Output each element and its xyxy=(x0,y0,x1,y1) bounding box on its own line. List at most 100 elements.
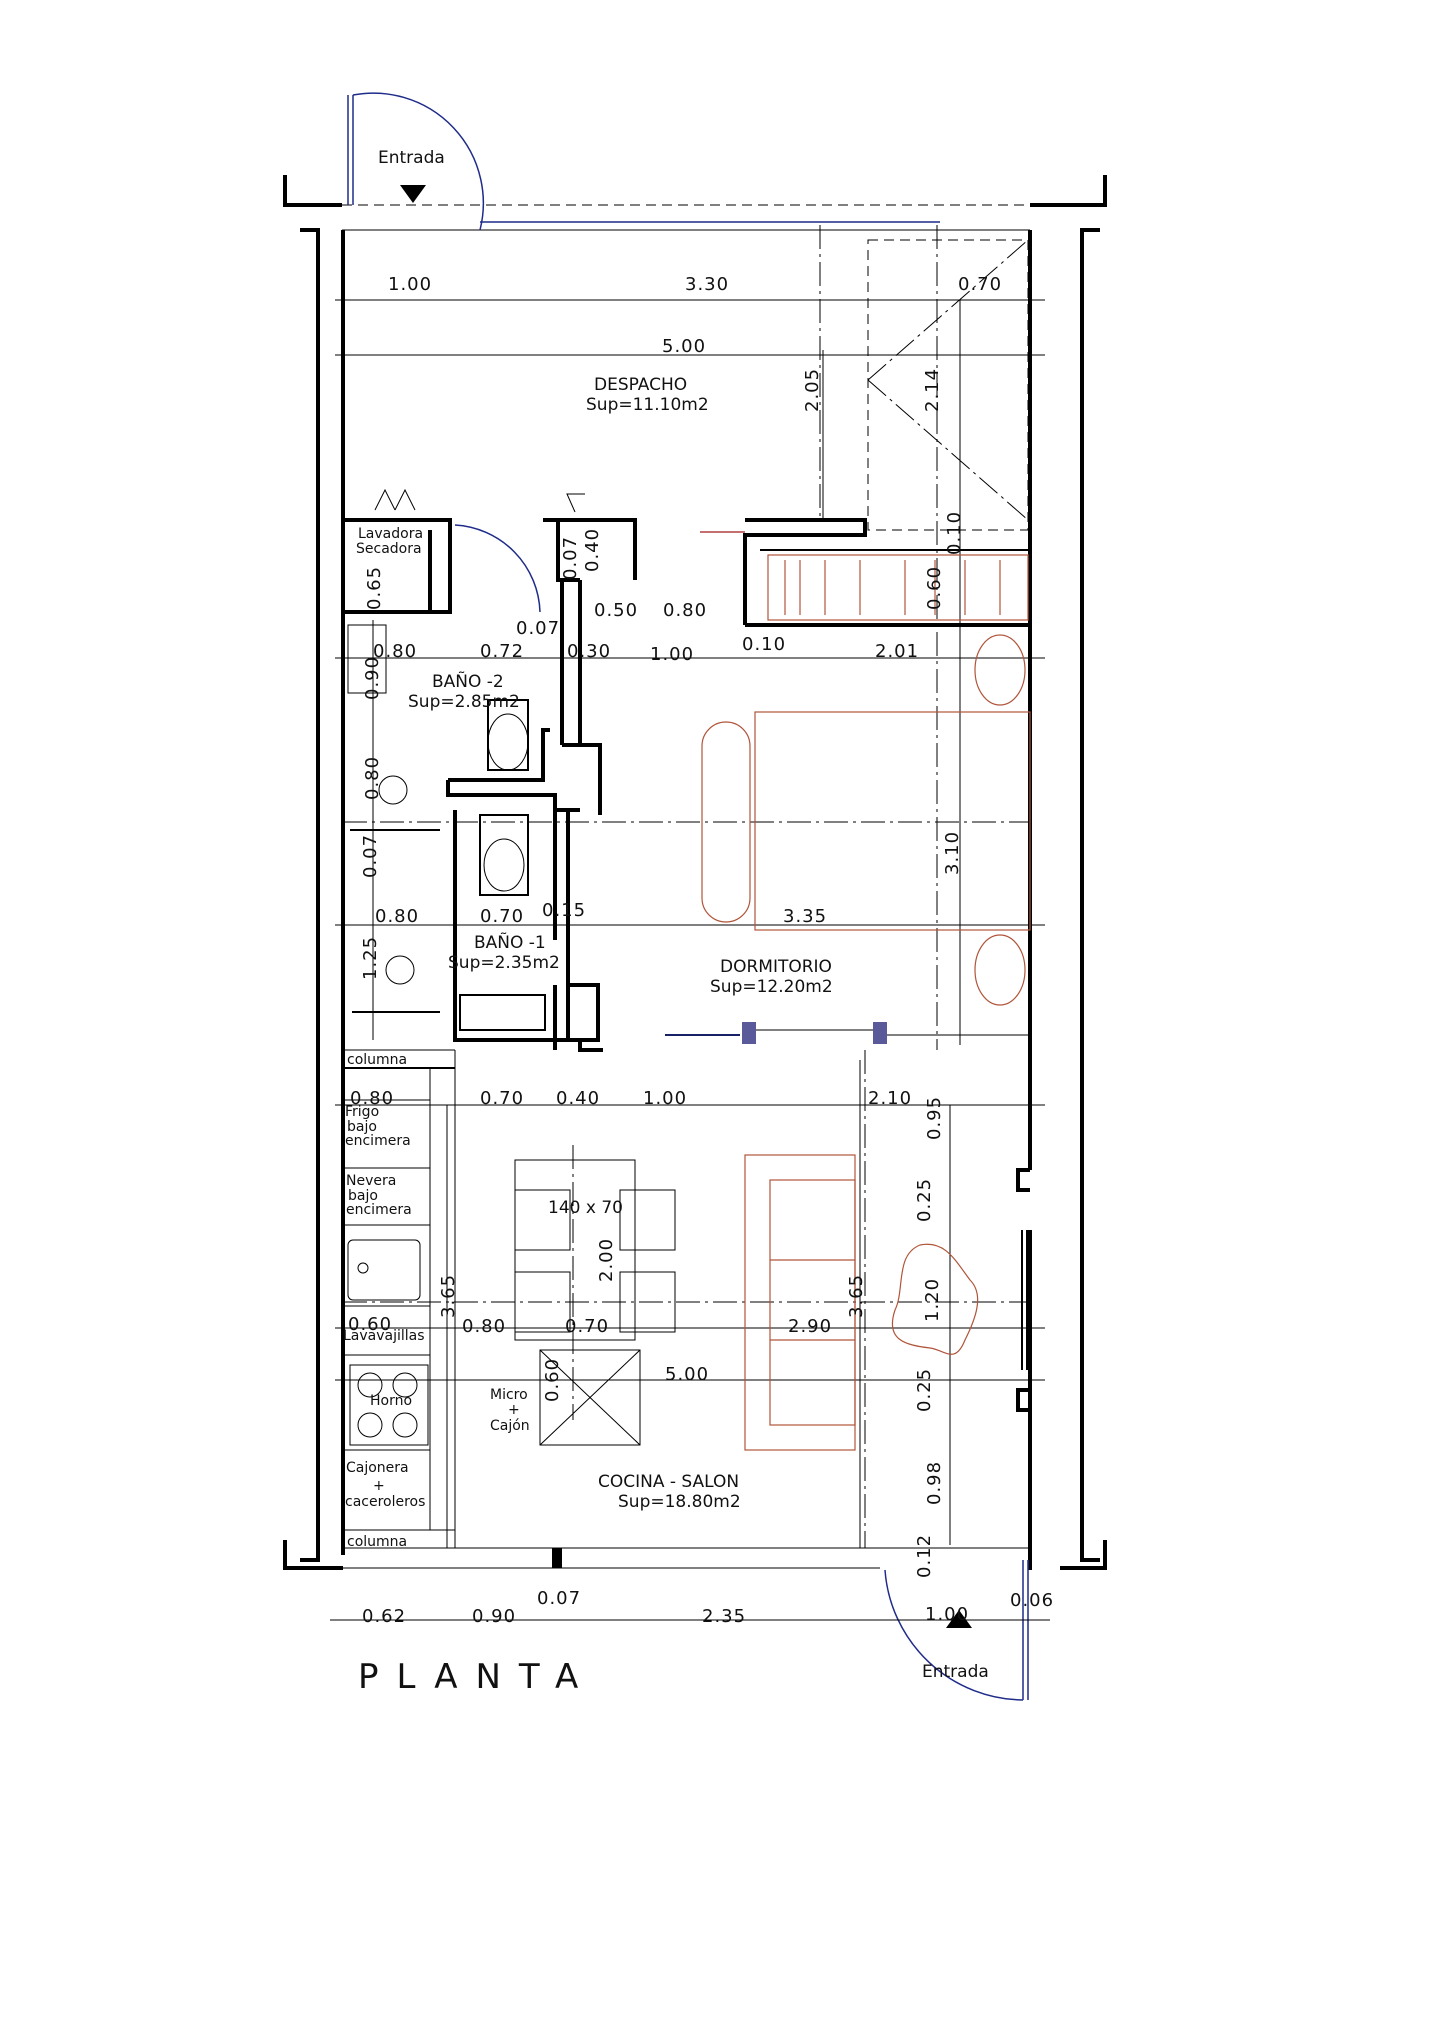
dim: 0.07 xyxy=(516,618,560,639)
room-name-cocina: COCINA - SALON xyxy=(598,1472,739,1492)
furniture xyxy=(347,239,1031,1451)
dim: 3.35 xyxy=(783,906,827,927)
dim: 1.00 xyxy=(650,644,694,665)
dim: 2.35 xyxy=(702,1606,746,1627)
dim: 0.80 xyxy=(462,1316,506,1337)
dim: 0.70 xyxy=(565,1316,609,1337)
dim: 0.80 xyxy=(375,906,419,927)
dim: 1.00 xyxy=(925,1604,969,1625)
shower-2 xyxy=(350,775,440,831)
dim: 0.80 xyxy=(362,756,383,800)
dim: 0.62 xyxy=(362,1606,406,1627)
dim: 0.95 xyxy=(924,1096,945,1140)
dim: 1.00 xyxy=(643,1088,687,1109)
room-area-cocina: Sup=18.80m2 xyxy=(618,1492,741,1512)
dim: 0.25 xyxy=(914,1178,935,1222)
dim: 0.80 xyxy=(350,1088,394,1109)
dim: 0.60 xyxy=(542,1358,563,1402)
dim: 0.30 xyxy=(567,641,611,662)
label-columna-bottom: columna xyxy=(347,1534,407,1550)
dimension-lines xyxy=(330,299,1050,1621)
dim: 3.65 xyxy=(438,1274,459,1318)
label-cajonera-1: Cajonera xyxy=(346,1460,409,1476)
label-secadora: Secadora xyxy=(356,541,422,557)
label-frigo-2: bajo xyxy=(347,1119,377,1135)
dim: 1.00 xyxy=(388,274,432,295)
chair xyxy=(619,1271,676,1333)
dim: 0.72 xyxy=(480,641,524,662)
dim: 3.65 xyxy=(846,1274,867,1318)
dim: 0.98 xyxy=(924,1461,945,1505)
dim: 0.60 xyxy=(924,566,945,610)
shower-1 xyxy=(352,955,440,1013)
guide-lines xyxy=(343,225,1030,1548)
rug xyxy=(891,1243,979,1355)
labels: Entrada Entrada DESPACHO Sup=11.10m2 BAÑ… xyxy=(343,148,1054,1682)
dim: 0.70 xyxy=(480,906,524,927)
closet-hangers xyxy=(767,554,1029,621)
label-frigo-1: Frigo xyxy=(345,1104,379,1120)
plan-title: PLANTA xyxy=(358,1657,596,1697)
label-cajonera-2: + xyxy=(373,1478,385,1494)
washbasin-2 xyxy=(347,624,387,694)
nightstand-bottom xyxy=(974,934,1026,1006)
dim: 3.30 xyxy=(685,274,729,295)
label-micro-3: Cajón xyxy=(490,1418,530,1434)
dim: 0.70 xyxy=(480,1088,524,1109)
room-area-bano2: Sup=2.85m2 xyxy=(408,692,520,712)
dim: 2.14 xyxy=(922,368,943,412)
bed xyxy=(754,711,1031,931)
dim: 2.10 xyxy=(868,1088,912,1109)
dim: 0.10 xyxy=(944,511,965,555)
entrance-arrow-bottom xyxy=(946,1610,972,1628)
chair xyxy=(514,1271,571,1333)
dim: 2.01 xyxy=(875,641,919,662)
dim: 0.12 xyxy=(914,1534,935,1578)
room-name-despacho: DESPACHO xyxy=(594,375,687,395)
dim: 0.06 xyxy=(1010,1590,1054,1611)
dim: 0.40 xyxy=(556,1088,600,1109)
dim: 0.90 xyxy=(362,656,383,700)
entrance-label-bottom: Entrada xyxy=(922,1662,989,1682)
room-name-dormitorio: DORMITORIO xyxy=(720,957,832,977)
label-nevera-2: bajo xyxy=(348,1188,378,1204)
chair xyxy=(514,1189,571,1251)
label-nevera-1: Nevera xyxy=(346,1173,396,1189)
label-columna-top: columna xyxy=(347,1052,407,1068)
sink-1 xyxy=(459,994,546,1031)
dim: 0.65 xyxy=(364,566,385,610)
dim: 2.90 xyxy=(788,1316,832,1337)
dim: 0.70 xyxy=(958,274,1002,295)
room-area-dormitorio: Sup=12.20m2 xyxy=(710,977,833,997)
entrance-arrow-top xyxy=(400,185,426,203)
toilet-2 xyxy=(487,699,529,771)
dim: 1.25 xyxy=(360,936,381,980)
dim: 0.40 xyxy=(582,528,603,572)
exterior-walls xyxy=(283,175,1107,1570)
room-area-bano1: Sup=2.35m2 xyxy=(448,953,560,973)
micro-island xyxy=(539,1349,641,1446)
dim: 2.05 xyxy=(802,368,823,412)
dim: 3.10 xyxy=(942,831,963,875)
kitchen-sink xyxy=(347,1239,421,1301)
dim: 1.20 xyxy=(922,1278,943,1322)
dim: 0.60 xyxy=(348,1314,392,1335)
dim: 0.50 xyxy=(594,600,638,621)
label-lavavajillas: Lavavajillas xyxy=(343,1328,425,1344)
label-table: 140 x 70 xyxy=(548,1198,623,1218)
chair xyxy=(619,1189,676,1251)
room-area-despacho: Sup=11.10m2 xyxy=(586,395,709,415)
dim: 0.07 xyxy=(360,834,381,878)
nightstand-top xyxy=(974,634,1026,706)
label-frigo-3: encimera xyxy=(345,1133,411,1149)
dim: 0.15 xyxy=(542,900,586,921)
dim: 0.80 xyxy=(663,600,707,621)
dim: 0.07 xyxy=(537,1588,581,1609)
room-name-bano1: BAÑO -1 xyxy=(474,931,546,953)
dim: 0.25 xyxy=(914,1368,935,1412)
label-nevera-3: encimera xyxy=(346,1202,412,1218)
label-micro-1: Micro xyxy=(490,1387,528,1403)
doors xyxy=(347,92,1029,1701)
dim: 0.10 xyxy=(742,634,786,655)
